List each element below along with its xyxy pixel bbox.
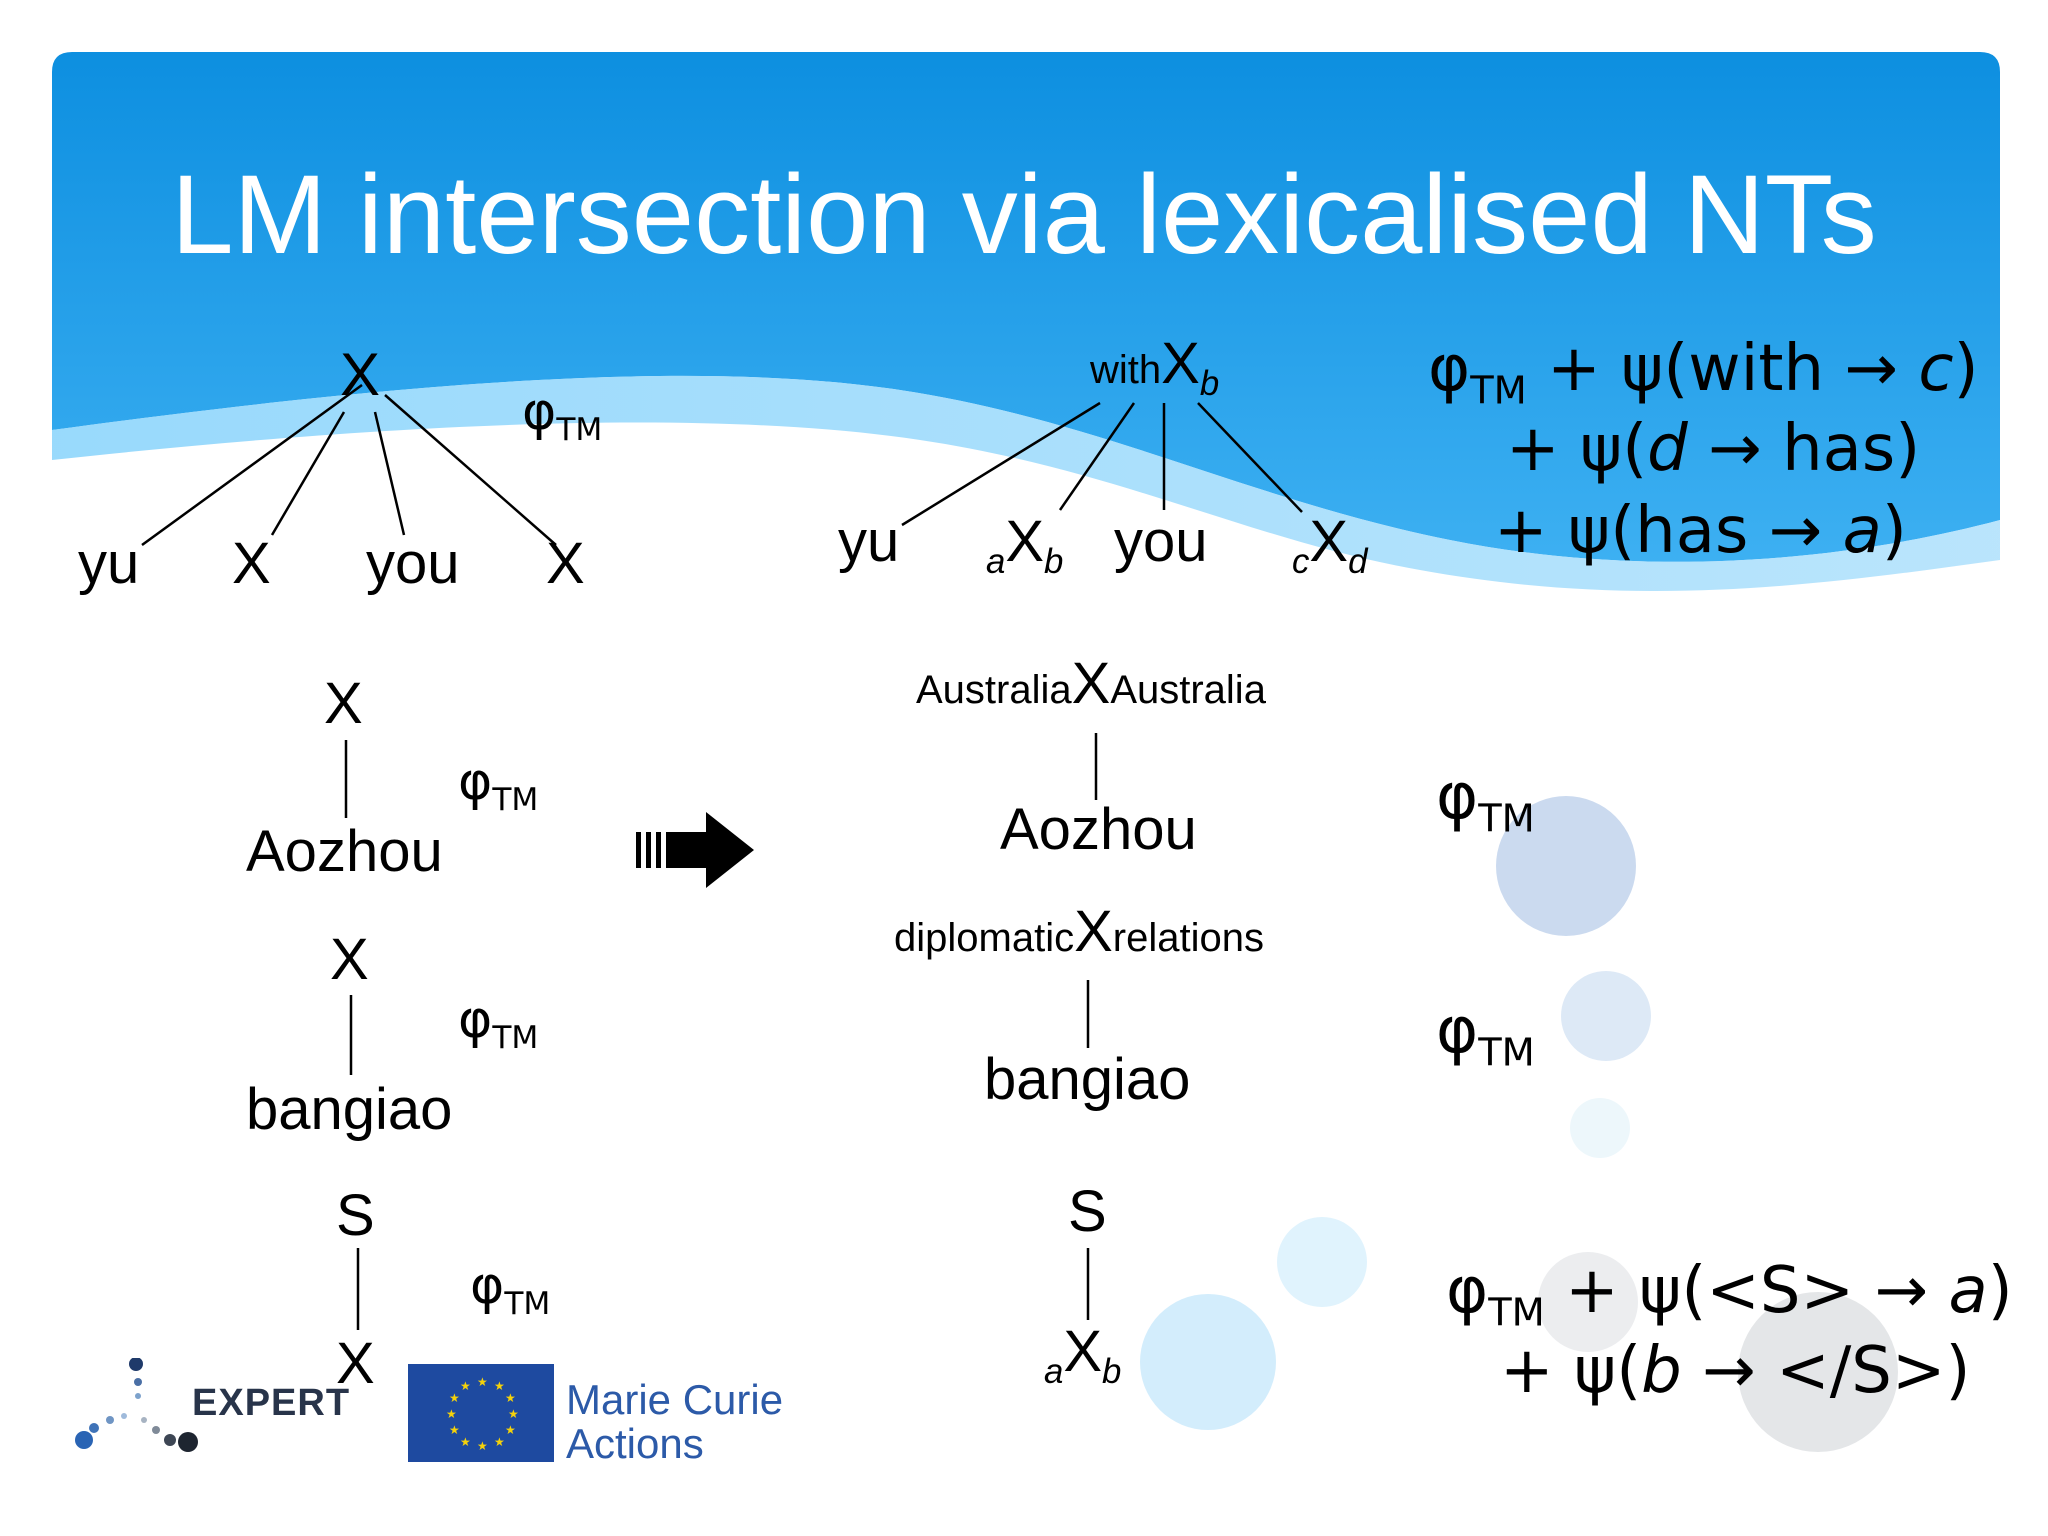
- expert-logo-text: EXPERT: [192, 1382, 351, 1424]
- left-tree2-leaf: Aozhou: [246, 819, 443, 884]
- formula-1-line-2: + ψ(d → has): [1506, 412, 1921, 486]
- left-tree4-leaf: X: [336, 1331, 375, 1396]
- right-tree1-root: withXb: [1090, 331, 1220, 404]
- left-tree1-leaf-x2: X: [546, 531, 585, 596]
- marie-curie-text-2: Actions: [566, 1420, 704, 1467]
- phi-tm-label: φTM: [470, 1256, 551, 1322]
- left-tree1-root: X: [340, 341, 381, 408]
- expert-logo-icon: [75, 1358, 198, 1452]
- right-tree1-leaf-yu: yu: [838, 509, 900, 574]
- left-tree3-root: X: [330, 927, 369, 992]
- formula-1-line-3: + ψ(has → a): [1494, 494, 1907, 568]
- eu-flag-icon: ★★★ ★★★ ★★★ ★★★: [408, 1364, 554, 1462]
- svg-text:★: ★: [460, 1379, 471, 1393]
- svg-text:★: ★: [449, 1423, 460, 1437]
- left-tree3-leaf: bangiao: [246, 1077, 453, 1142]
- svg-text:★: ★: [477, 1375, 488, 1389]
- left-tree4-root: S: [336, 1183, 375, 1248]
- right-tree1-leaf-x2: cXd: [1292, 509, 1368, 582]
- left-tree1-leaf-yu: yu: [78, 531, 140, 596]
- svg-text:★: ★: [505, 1391, 516, 1405]
- svg-text:★: ★: [494, 1435, 505, 1449]
- left-tree2-root: X: [324, 671, 363, 736]
- svg-text:★: ★: [477, 1439, 488, 1453]
- phi-tm-label: φTM: [522, 382, 603, 448]
- transform-arrow-icon: [636, 812, 754, 888]
- left-tree1-leaf-you: you: [366, 531, 460, 596]
- svg-text:★: ★: [508, 1407, 519, 1421]
- formula-1-line-1: φTM + ψ(with → c): [1428, 332, 1979, 414]
- svg-text:★: ★: [449, 1391, 460, 1405]
- svg-text:★: ★: [460, 1435, 471, 1449]
- right-tree2-root: AustraliaXAustralia: [916, 651, 1266, 716]
- svg-text:★: ★: [494, 1379, 505, 1393]
- svg-text:★: ★: [446, 1407, 457, 1421]
- phi-tm-label: φTM: [1436, 994, 1535, 1076]
- right-tree3-root: diplomaticXrelations: [894, 899, 1264, 964]
- left-tree1-leaf-x1: X: [232, 531, 271, 596]
- right-tree1-leaf-x1: aXb: [986, 509, 1064, 582]
- phi-tm-label: φTM: [458, 752, 539, 818]
- right-tree3-leaf: bangiao: [984, 1047, 1191, 1112]
- right-tree1-leaf-you: you: [1114, 509, 1208, 574]
- marie-curie-text-1: Marie Curie: [566, 1376, 784, 1423]
- svg-text:★: ★: [505, 1423, 516, 1437]
- phi-tm-label: φTM: [458, 990, 539, 1056]
- formula-4-line-2: + ψ(b → </S>): [1500, 1334, 1971, 1408]
- right-tree4-root: S: [1068, 1179, 1107, 1244]
- slide-title: LM intersection via lexicalised NTs: [171, 152, 1877, 277]
- formula-4-line-1: φTM + ψ(<S> → a): [1446, 1254, 2013, 1336]
- right-tree4-leaf: aXb: [1044, 1319, 1122, 1392]
- right-tree2-leaf: Aozhou: [1000, 797, 1197, 862]
- phi-tm-label: φTM: [1436, 760, 1535, 842]
